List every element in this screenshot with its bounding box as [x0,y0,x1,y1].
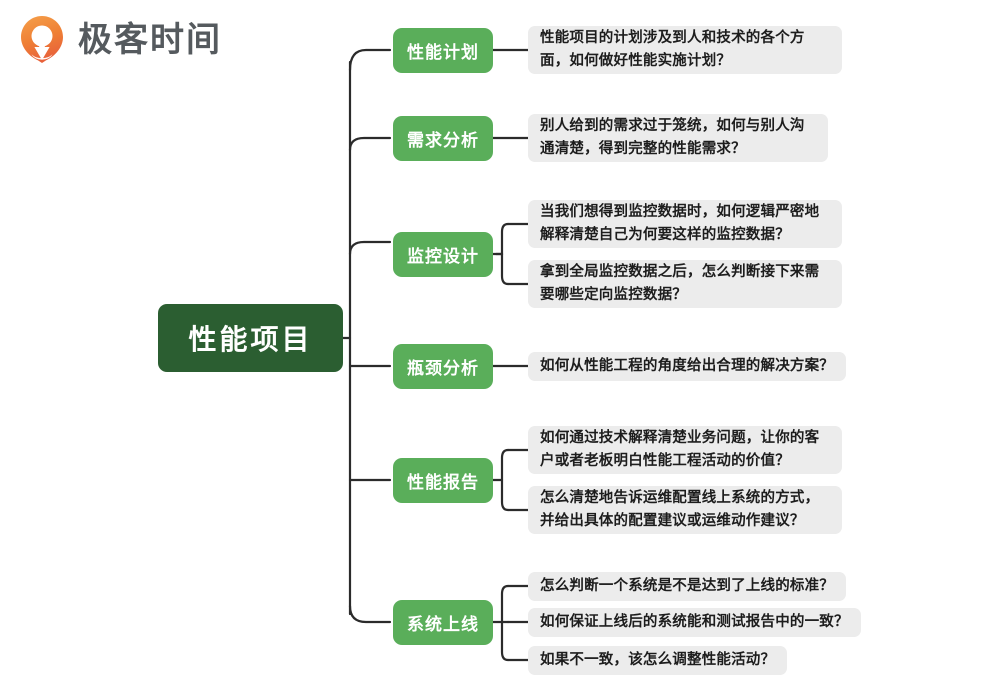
leaf-box[interactable]: 如果不一致，该怎么调整性能活动？ [528,646,788,675]
brand-name: 极客时间 [78,20,222,60]
leaf-box[interactable]: 性能项目的计划涉及到人和技术的各个方面，如何做好性能实施计划？ [528,26,842,74]
leaf-text: 别人给到的需求过于笼统，如何与别人沟通清楚，得到完整的性能需求？ [540,118,805,157]
branch-node-system-launch[interactable]: 系统上线 [393,600,493,645]
leaf-text: 拿到全局监控数据之后，怎么判断接下来需要哪些定向监控数据？ [540,264,820,303]
leaf-box[interactable]: 如何保证上线后的系统能和测试报告中的一致？ [528,608,861,637]
leaf-box[interactable]: 当我们想得到监控数据时，如何逻辑严密地解释清楚自己为何要这样的监控数据？ [528,200,842,248]
branch-node-bottleneck-analysis[interactable]: 瓶颈分析 [393,344,493,389]
leaf-box[interactable]: 拿到全局监控数据之后，怎么判断接下来需要哪些定向监控数据？ [528,260,842,308]
connector-branch-2 [348,136,392,152]
leaf-text: 性能项目的计划涉及到人和技术的各个方面，如何做好性能实施计划？ [540,30,805,69]
branch-label: 系统上线 [407,615,479,635]
root-node-label: 性能项目 [188,323,313,356]
connector-branch-1 [348,48,392,72]
branch-label: 需求分析 [407,131,479,151]
brand-logo: 极客时间 [18,14,222,66]
branch-node-monitoring-design[interactable]: 监控设计 [393,232,493,277]
branch-label: 性能报告 [407,473,479,493]
leaf-box[interactable]: 怎么清楚地告诉运维配置线上系统的方式，并给出具体的配置建议或运维动作建议？ [528,486,842,534]
leaf-box[interactable]: 怎么判断一个系统是不是达到了上线的标准？ [528,572,846,601]
leaf-text: 如何从性能工程的角度给出合理的解决方案？ [540,357,834,374]
leaf-box[interactable]: 如何从性能工程的角度给出合理的解决方案？ [528,352,846,381]
leaf-text: 怎么判断一个系统是不是达到了上线的标准？ [540,577,834,594]
leaf-box[interactable]: 如何通过技术解释清楚业务问题，让你的客户或者老板明白性能工程活动的价值？ [528,426,842,474]
branch-label: 瓶颈分析 [407,359,479,379]
connector-leaf-5-bracket [500,448,510,512]
leaf-text: 如何保证上线后的系统能和测试报告中的一致？ [540,613,849,630]
branch-node-performance-report[interactable]: 性能报告 [393,458,493,503]
branch-label: 性能计划 [407,43,479,63]
leaf-text: 如何通过技术解释清楚业务问题，让你的客户或者老板明白性能工程活动的价值？ [540,430,820,469]
leaf-text: 当我们想得到监控数据时，如何逻辑严密地解释清楚自己为何要这样的监控数据？ [540,204,820,243]
leaf-text: 如果不一致，该怎么调整性能活动？ [540,651,776,668]
connector-branch-3 [348,240,392,256]
branch-label: 监控设计 [407,247,479,267]
connector-leaf-3-bracket [500,222,510,286]
geektime-pin-logo-icon [21,16,63,63]
root-node[interactable]: 性能项目 [158,304,343,372]
leaf-box[interactable]: 别人给到的需求过于笼统，如何与别人沟通清楚，得到完整的性能需求？ [528,114,828,162]
branch-node-performance-plan[interactable]: 性能计划 [393,28,493,73]
connector-branch-6 [348,604,392,624]
branch-node-requirement-analysis[interactable]: 需求分析 [393,116,493,161]
leaf-text: 怎么清楚地告诉运维配置线上系统的方式，并给出具体的配置建议或运维动作建议？ [540,490,820,529]
connector-leaf-6-bracket [500,584,510,662]
